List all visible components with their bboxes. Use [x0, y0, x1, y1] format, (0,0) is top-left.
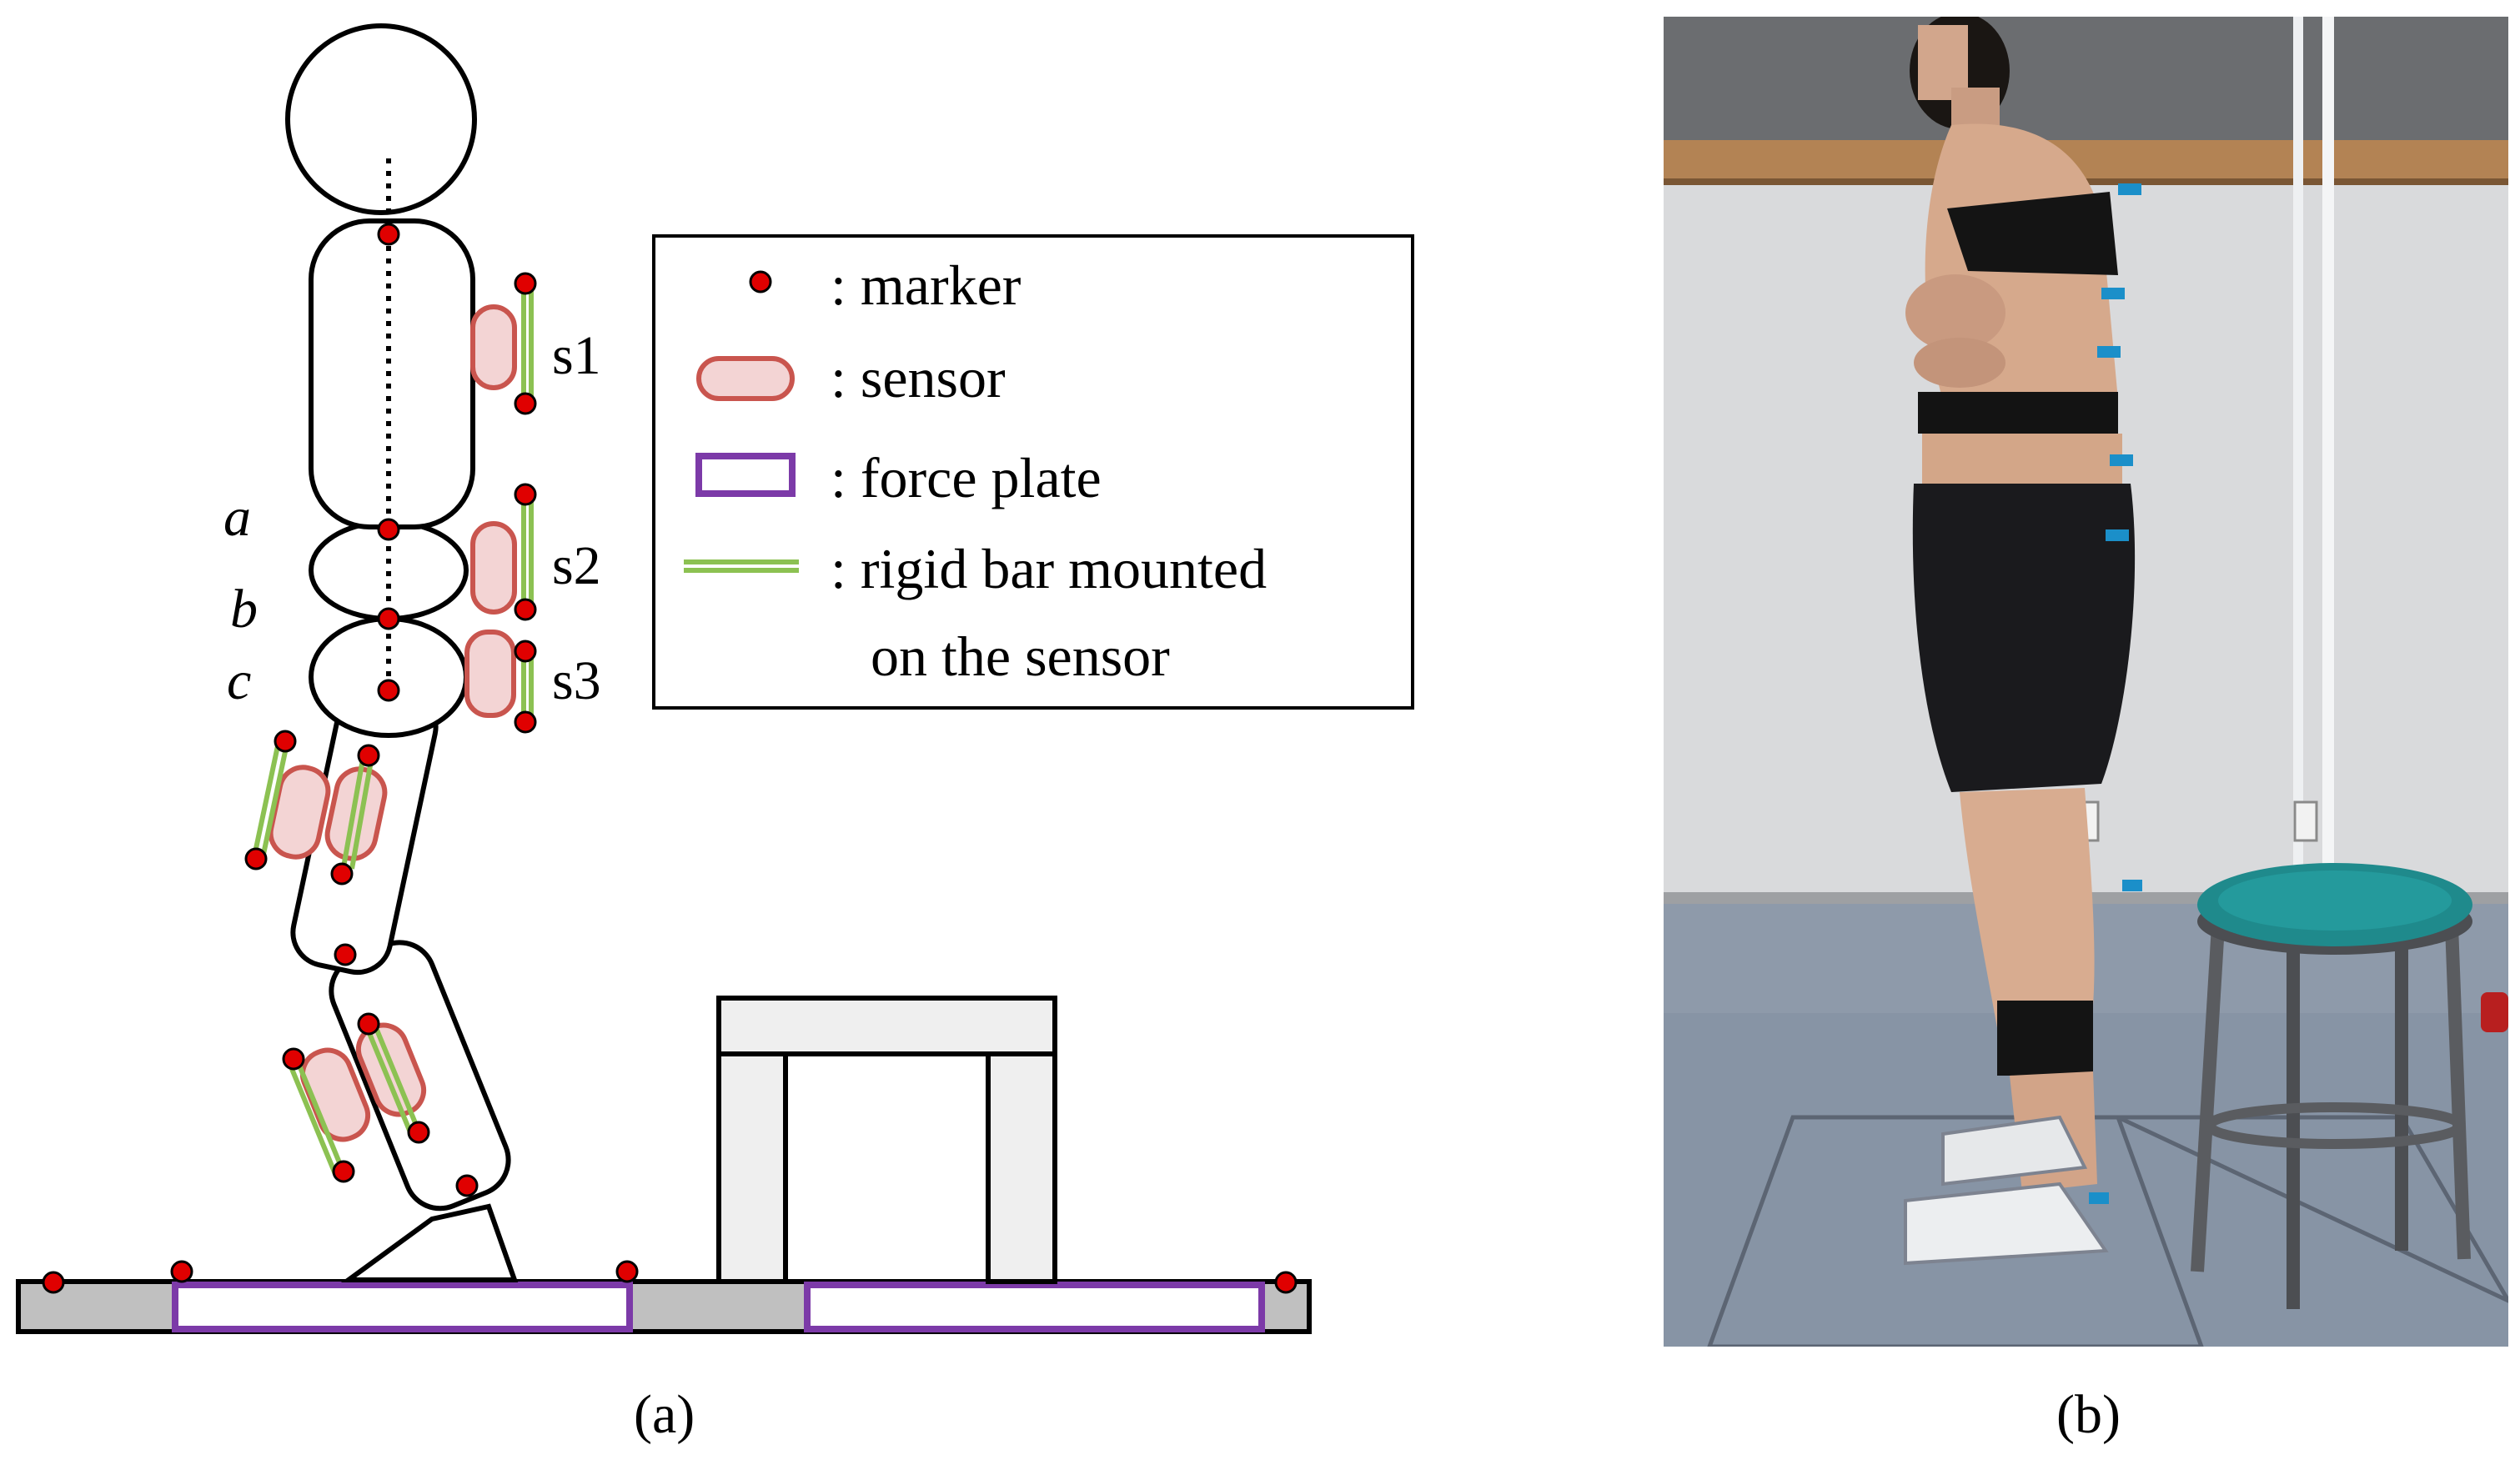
legend: : marker : sensor : force plate : rigid … — [652, 234, 1414, 710]
legend-sensor-symbol — [696, 356, 795, 401]
foot — [340, 1203, 519, 1282]
sensor-thigh — [252, 741, 388, 870]
marker — [332, 1160, 355, 1183]
panel-a-diagram: a b c s1 s2 s3 : marker : sensor : force… — [16, 23, 1414, 1445]
marker — [377, 679, 400, 702]
legend-force-plate-symbol — [695, 453, 796, 497]
sensor-s1 — [470, 283, 534, 402]
marker — [357, 1012, 380, 1036]
marker — [514, 392, 537, 415]
legend-marker-label: : marker — [831, 253, 1022, 317]
markers — [42, 223, 1298, 1294]
marker — [514, 598, 537, 621]
marker — [514, 710, 537, 734]
marker — [377, 518, 400, 541]
caption-b: (b) — [2056, 1384, 2121, 1445]
marker — [274, 730, 297, 753]
head — [285, 23, 477, 215]
force-plate-right — [804, 1282, 1265, 1332]
marker — [357, 744, 380, 767]
marker — [334, 943, 357, 966]
marker — [377, 607, 400, 630]
marker — [170, 1260, 193, 1283]
marker — [615, 1260, 639, 1283]
marker — [514, 640, 537, 663]
marker — [330, 862, 354, 886]
bench — [716, 996, 1057, 1284]
marker — [1274, 1271, 1298, 1294]
legend-sensor-label: : sensor — [831, 346, 1006, 409]
sensor-shank — [289, 1022, 427, 1176]
trunk-segment — [309, 218, 475, 529]
marker — [377, 223, 400, 246]
legend-rigid-bar-label-2: on the sensor — [871, 625, 1170, 688]
segment-label-b: b — [230, 579, 258, 640]
photo-stool — [2191, 863, 2472, 1309]
marker — [514, 272, 537, 295]
marker — [455, 1174, 479, 1197]
sensor-label-s2: s2 — [552, 535, 601, 596]
panel-b-photo: (b) — [1664, 17, 2508, 1445]
segment-label-a: a — [223, 487, 251, 548]
marker — [42, 1271, 65, 1294]
marker — [514, 483, 537, 506]
sensor-label-s3: s3 — [552, 650, 601, 711]
legend-force-plate-label: : force plate — [831, 446, 1102, 509]
photo-person — [1904, 17, 2142, 1266]
sensor-s2 — [470, 494, 534, 615]
segment-label-c: c — [227, 650, 251, 711]
legend-marker-symbol — [749, 270, 772, 294]
legend-rigid-bar-label-1: : rigid bar mounted — [831, 537, 1267, 600]
marker — [282, 1047, 305, 1071]
sensor-label-s1: s1 — [552, 325, 601, 386]
sensor-s3 — [464, 630, 534, 723]
force-plate-left — [172, 1282, 633, 1332]
marker — [407, 1121, 430, 1144]
marker — [244, 847, 268, 870]
caption-a: (a) — [634, 1384, 695, 1445]
photo-wood-rail — [1664, 140, 2508, 183]
